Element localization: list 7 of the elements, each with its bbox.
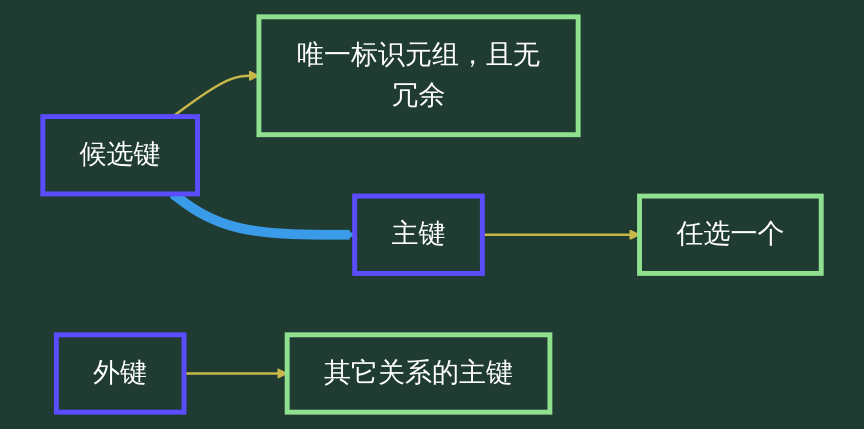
- node-box: [637, 194, 824, 276]
- node-box: [256, 14, 581, 138]
- flowchart: 候选键 唯一标识元组，且无冗余 主键 任选一个 外键 其它关系的主键: [32, 7, 832, 422]
- node-box: [352, 194, 485, 276]
- node-box: [284, 332, 552, 415]
- node-box: [54, 332, 186, 415]
- node-box: [40, 114, 200, 196]
